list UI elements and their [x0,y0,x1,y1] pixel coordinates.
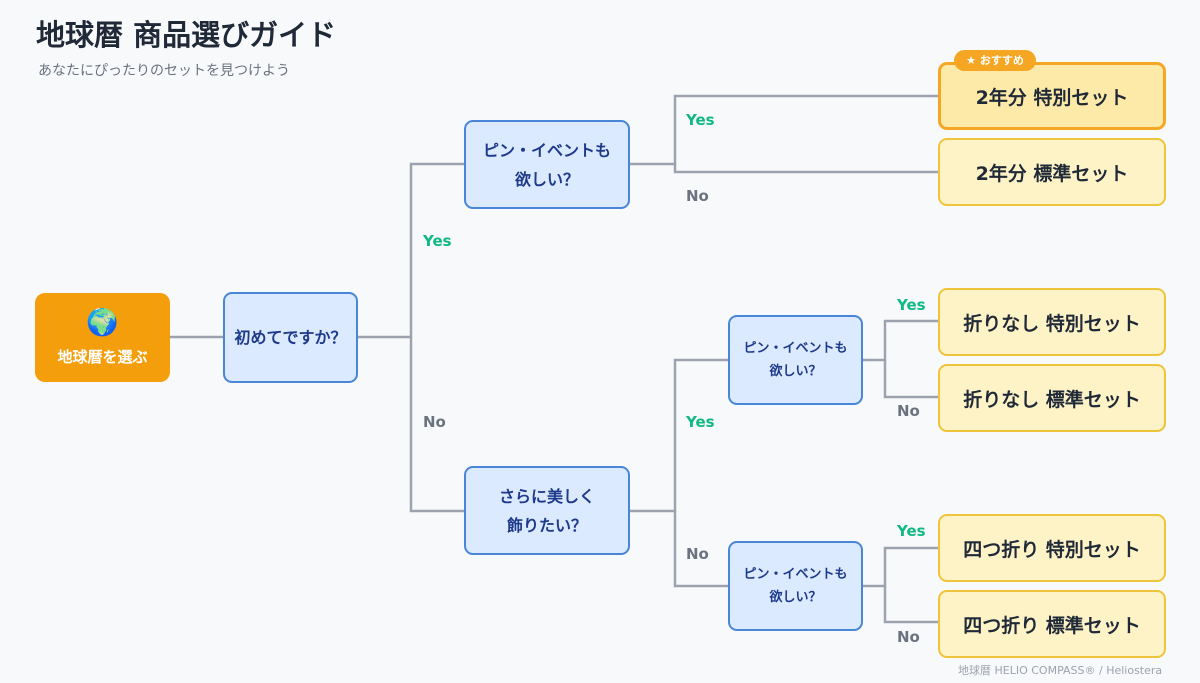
page-title: 地球暦 商品選びガイド [36,18,337,52]
footer-credit: 地球暦 HELIO COMPASS® / Heliostera [958,664,1163,677]
branch-label-no: No [686,545,709,563]
question-text-line2: 欲しい？ [514,169,579,189]
branch-label-no: No [897,402,920,420]
connector-q3-yes [630,358,728,513]
branch-label-no: No [897,628,920,646]
branch-label-yes: Yes [686,413,715,431]
result-label: 2年分 特別セット [975,86,1129,109]
page-subtitle: あなたにぴったりのセットを見つけよう [38,63,290,79]
question-first-time[interactable]: 初めてですか？ [223,292,358,383]
start-node[interactable]: 🌍 地球暦を選ぶ [35,293,170,382]
result-2year-special-set[interactable]: 2年分 特別セット [938,62,1166,130]
result-quarterfold-special-set[interactable]: 四つ折り 特別セット [938,514,1166,582]
question-text-line2: 飾りたい？ [506,515,587,535]
recommended-badge: ★ おすすめ [954,50,1036,71]
result-label: 四つ折り 標準セット [963,614,1141,637]
question-text-line1: ピン・イベントも [743,567,848,582]
branch-label-no: No [423,413,446,431]
result-label: 四つ折り 特別セット [963,538,1141,561]
result-unfolded-standard-set[interactable]: 折りなし 標準セット [938,364,1166,432]
question-text: 初めてですか？ [234,328,347,347]
connector-q4-no [883,360,938,399]
connector-q2-no [673,164,938,174]
question-text-line2: 欲しい？ [769,364,822,379]
result-label: 折りなし 特別セット [963,312,1141,335]
branch-label-yes: Yes [897,296,926,314]
question-text-line1: ピン・イベントも [743,341,848,356]
result-unfolded-special-set[interactable]: 折りなし 特別セット [938,288,1166,356]
connector-q3-no [673,511,728,588]
question-text-line2: 欲しい？ [769,590,822,605]
question-pins-events-unfolded[interactable]: ピン・イベントも 欲しい？ [728,315,863,405]
question-text-line1: さらに美しく [498,486,595,506]
connector-q5-no [883,586,938,624]
branch-label-yes: Yes [686,111,715,129]
result-quarterfold-standard-set[interactable]: 四つ折り 標準セット [938,590,1166,658]
question-text-line1: ピン・イベントも [482,140,611,160]
branch-label-no: No [686,187,709,205]
result-label: 2年分 標準セット [975,162,1129,185]
connector-q1-yes [358,162,464,339]
start-label: 地球暦を選ぶ [57,348,148,366]
question-pins-events-2year[interactable]: ピン・イベントも 欲しい？ [464,120,630,209]
result-label: 折りなし 標準セット [963,388,1141,411]
question-beautiful-display[interactable]: さらに美しく 飾りたい？ [464,466,630,555]
connector-q2-yes [630,94,938,166]
branch-label-yes: Yes [897,522,926,540]
question-pins-events-quarterfold[interactable]: ピン・イベントも 欲しい？ [728,541,863,631]
result-2year-standard-set[interactable]: 2年分 標準セット [938,138,1166,206]
globe-icon: 🌍 [86,308,119,338]
connector-q1-no [409,337,464,513]
connector-q5-yes [863,546,938,588]
branch-label-yes: Yes [423,232,452,250]
connector-q4-yes [863,319,938,362]
